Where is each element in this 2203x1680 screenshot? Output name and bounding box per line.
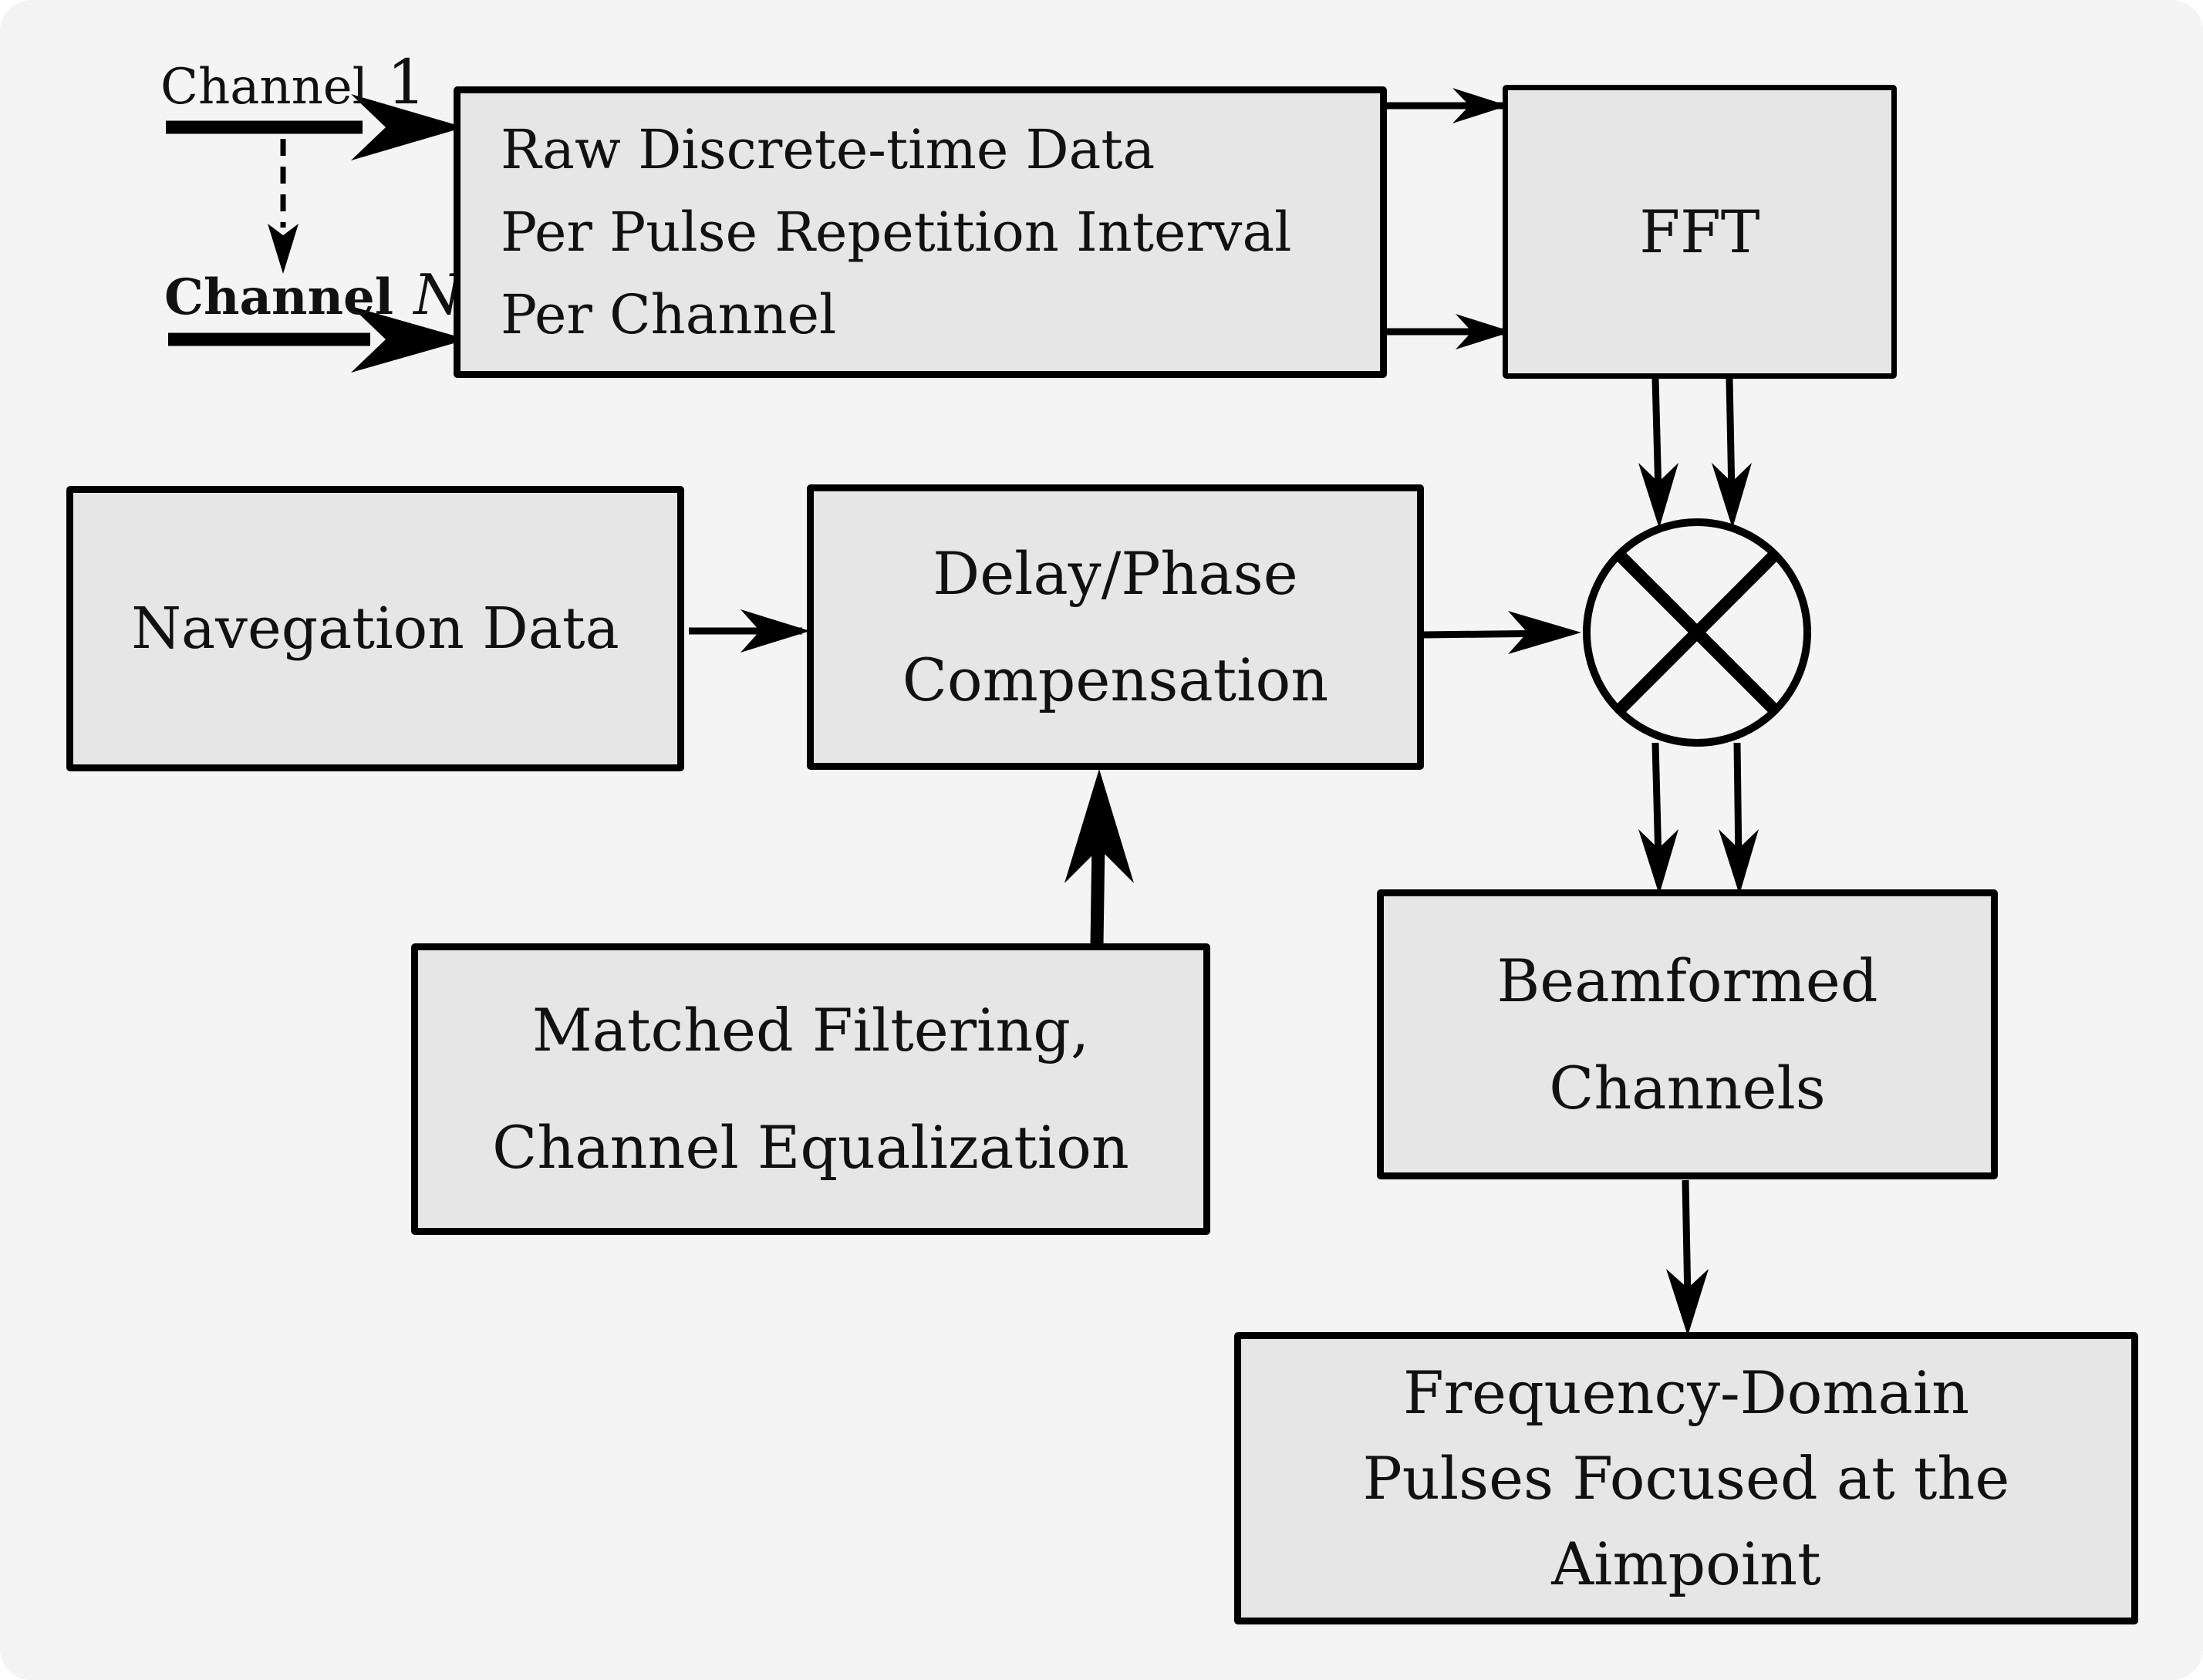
mult-to-beam-arrow-1	[1651, 742, 1662, 861]
matched-filter-line-1: Matched Filtering,	[531, 996, 1090, 1064]
filter-to-delay-arrowhead	[1064, 769, 1134, 883]
raw-data-line-1: Raw Discrete-time Data	[501, 117, 1155, 181]
raw-data-block: Raw Discrete-time Data Per Pulse Repetit…	[454, 86, 1387, 378]
output-line-1: Frequency-Domain	[1402, 1358, 1970, 1427]
channel-1-label: Channel 1	[160, 46, 426, 118]
beam-to-output-arrowhead	[1666, 1269, 1709, 1336]
raw-to-fft-arrowhead-1	[1452, 88, 1508, 123]
channel-n-label: Channel N	[164, 262, 462, 327]
channel-n-prefix: Channel	[164, 268, 394, 326]
beamformed-line-2: Channels	[1549, 1054, 1826, 1122]
channel-1-index: 1	[386, 46, 427, 118]
fft-to-mult-arrow-1	[1651, 377, 1662, 494]
channel-n-arrowhead	[351, 306, 467, 373]
fft-to-mult-arrow-2	[1726, 377, 1736, 494]
navigation-label: Navegation Data	[131, 595, 619, 662]
fft-block: FFT	[1503, 85, 1897, 379]
raw-to-fft-arrowhead-2	[1456, 314, 1512, 349]
fft-label: FFT	[1639, 197, 1760, 266]
delay-phase-line-2: Compensation	[902, 646, 1329, 714]
delay-to-mult-arrowhead	[1508, 611, 1581, 654]
fft-to-mult-arrowhead-1	[1638, 463, 1678, 528]
delay-phase-line-1: Delay/Phase	[933, 539, 1298, 608]
mult-to-beam-arrowhead-2	[1719, 829, 1759, 895]
raw-data-line-3: Per Channel	[501, 282, 837, 346]
circle-times-icon	[1583, 518, 1811, 747]
beamformed-line-1: Beamformed	[1496, 946, 1878, 1015]
output-line-3: Aimpoint	[1551, 1530, 1821, 1598]
beam-to-output-arrow	[1682, 1179, 1692, 1300]
fft-to-mult-arrowhead-2	[1712, 463, 1752, 528]
filter-to-delay-arrow	[1090, 840, 1105, 946]
beamformed-channels-block: Beamformed Channels	[1377, 889, 1998, 1179]
mult-to-beam-arrowhead-1	[1638, 829, 1678, 895]
mult-to-beam-arrow-2	[1733, 742, 1742, 861]
output-line-2: Pulses Focused at the	[1362, 1444, 2010, 1513]
frequency-domain-output-block: Frequency-Domain Pulses Focused at the A…	[1234, 1332, 2138, 1624]
matched-filtering-block: Matched Filtering, Channel Equalization	[411, 943, 1210, 1235]
matched-filter-line-2: Channel Equalization	[492, 1113, 1129, 1182]
navigation-data-block: Navegation Data	[66, 486, 684, 771]
raw-data-line-2: Per Pulse Repetition Interval	[501, 200, 1292, 264]
channel-1-prefix: Channel	[160, 59, 369, 116]
channel-1-arrowhead	[351, 94, 464, 160]
channel-ellipsis-arrowhead	[268, 224, 299, 274]
delay-phase-block: Delay/Phase Compensation	[807, 484, 1424, 770]
nav-to-delay-arrowhead	[741, 609, 810, 653]
